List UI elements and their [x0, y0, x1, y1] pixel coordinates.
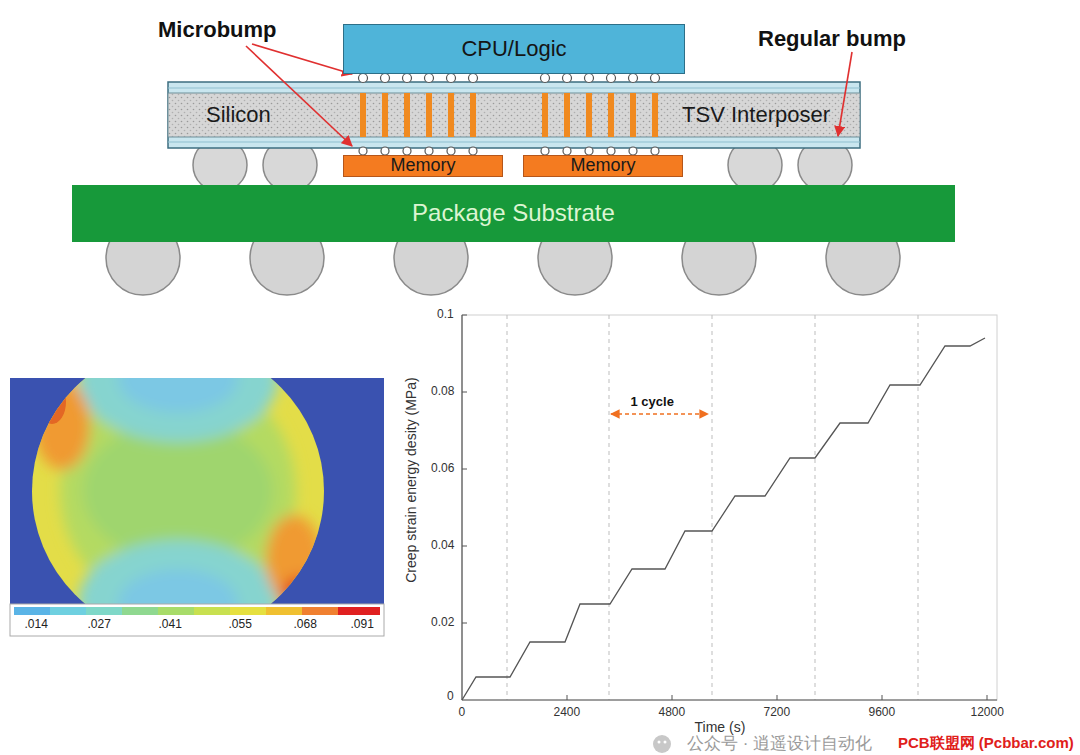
watermark: PCB联盟网 (Pcbbar.com): [898, 734, 1074, 751]
tick-label: 0.08: [431, 385, 454, 399]
node-text: Memory: [390, 156, 455, 176]
node-text: Silicon: [206, 103, 271, 127]
colorbar-value: .041: [159, 618, 182, 632]
callout-label: Microbump: [158, 17, 277, 42]
annotation: 1 cycle: [631, 395, 674, 410]
interposer-band: [168, 82, 860, 148]
node-text: Memory: [570, 156, 635, 176]
substrate-band: Package Substrate: [72, 185, 955, 242]
contour-plot: [10, 318, 384, 664]
tick-label: 12000: [971, 706, 1004, 720]
tsv: [360, 93, 658, 137]
tick-label: 2400: [554, 706, 581, 720]
memory-box: Memory: [343, 155, 503, 177]
data-curve: [462, 338, 985, 700]
memory-box: Memory: [523, 155, 683, 177]
interposer-band: Silicon TSV Interposer: [168, 82, 860, 148]
axis-title: Creep strain energy desity (MPa): [402, 377, 418, 582]
node-text: TSV Interposer: [682, 103, 830, 127]
tick-label: 0: [447, 690, 454, 704]
watermark: 公众号 · 逍遥设计自动化: [687, 734, 872, 754]
tick-label: 4800: [659, 706, 686, 720]
node-text: CPU/Logic: [461, 37, 566, 61]
axis-title: Time (s): [695, 719, 746, 735]
watermark-icon: [653, 735, 671, 753]
chip-box: CPU/Logic: [343, 24, 685, 74]
callout-label: Regular bump: [758, 26, 906, 51]
microbumps: [359, 74, 660, 156]
tick-label: 0.06: [431, 462, 454, 476]
color-bar: [14, 607, 380, 615]
creep-curve: [462, 338, 985, 700]
tick-label: 0.02: [431, 616, 454, 630]
colorbar-value: .068: [294, 618, 317, 632]
colorbar-value: .027: [88, 618, 111, 632]
chart-frame: [462, 315, 997, 700]
colorbar-value: .014: [25, 618, 48, 632]
colorbar-value: .091: [351, 618, 374, 632]
tick-label: 9600: [869, 706, 896, 720]
tick-label: 0.1: [437, 308, 454, 322]
node-text: Package Substrate: [412, 200, 615, 226]
tick-label: 0.04: [431, 539, 454, 553]
colorbar-value: .055: [229, 618, 252, 632]
tick-label: 0: [459, 706, 466, 720]
tick-label: 7200: [764, 706, 791, 720]
